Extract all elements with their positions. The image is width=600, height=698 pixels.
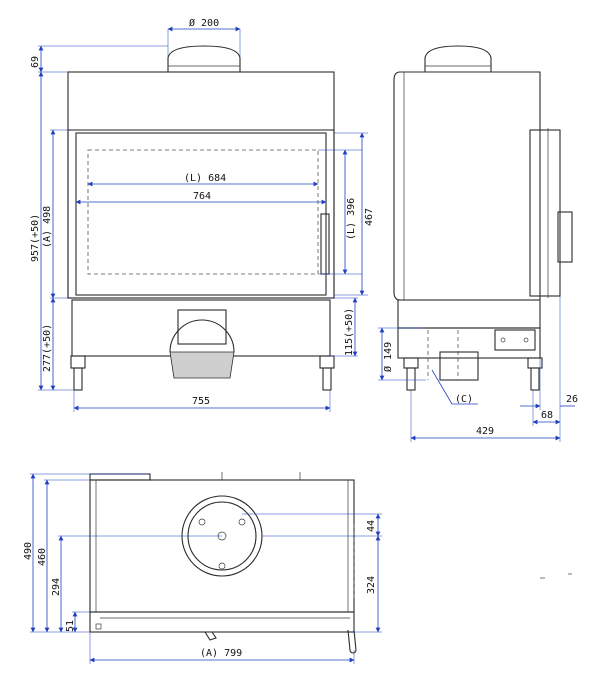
depth-294-label: 294 bbox=[51, 578, 62, 596]
leg-height-label: 115(+50) bbox=[344, 308, 355, 356]
offset-44-label: 44 bbox=[366, 520, 377, 532]
total-height-label: 957(+50) bbox=[30, 214, 41, 262]
width-a-label: (A) 799 bbox=[200, 648, 242, 659]
depth-490-label: 490 bbox=[23, 542, 34, 560]
connector-label: (C) bbox=[455, 394, 473, 405]
glass-width-label: (L) 684 bbox=[184, 173, 226, 184]
offset-68-label: 68 bbox=[541, 410, 553, 421]
depth-460-label: 460 bbox=[37, 548, 48, 566]
base-height-label: 277(+50) bbox=[42, 324, 53, 372]
height-a-label: (A) 498 bbox=[42, 206, 53, 248]
height-top-label: 69 bbox=[30, 56, 41, 68]
side-view: Ø 149 (C) 429 68 26 bbox=[378, 45, 578, 442]
top-view: 490 460 294 51 44 324 (A) 799 bbox=[23, 472, 572, 664]
opening-width-label: 764 bbox=[193, 191, 211, 202]
total-width-label: 755 bbox=[192, 396, 210, 407]
opening-height-label: 467 bbox=[364, 208, 375, 226]
glass-height-label: (L) 396 bbox=[346, 198, 357, 240]
front-view: Ø 200 69 957(+50) (A) 498 277(+50) (L) 6… bbox=[30, 17, 375, 412]
depth-51-label: 51 bbox=[65, 620, 76, 632]
depth-324-label: 324 bbox=[366, 576, 377, 594]
offset-26-label: 26 bbox=[566, 394, 578, 405]
flue-diameter-label: Ø 200 bbox=[189, 17, 219, 29]
air-inlet-diameter-label: Ø 149 bbox=[382, 342, 394, 372]
depth-total-label: 429 bbox=[476, 426, 494, 437]
